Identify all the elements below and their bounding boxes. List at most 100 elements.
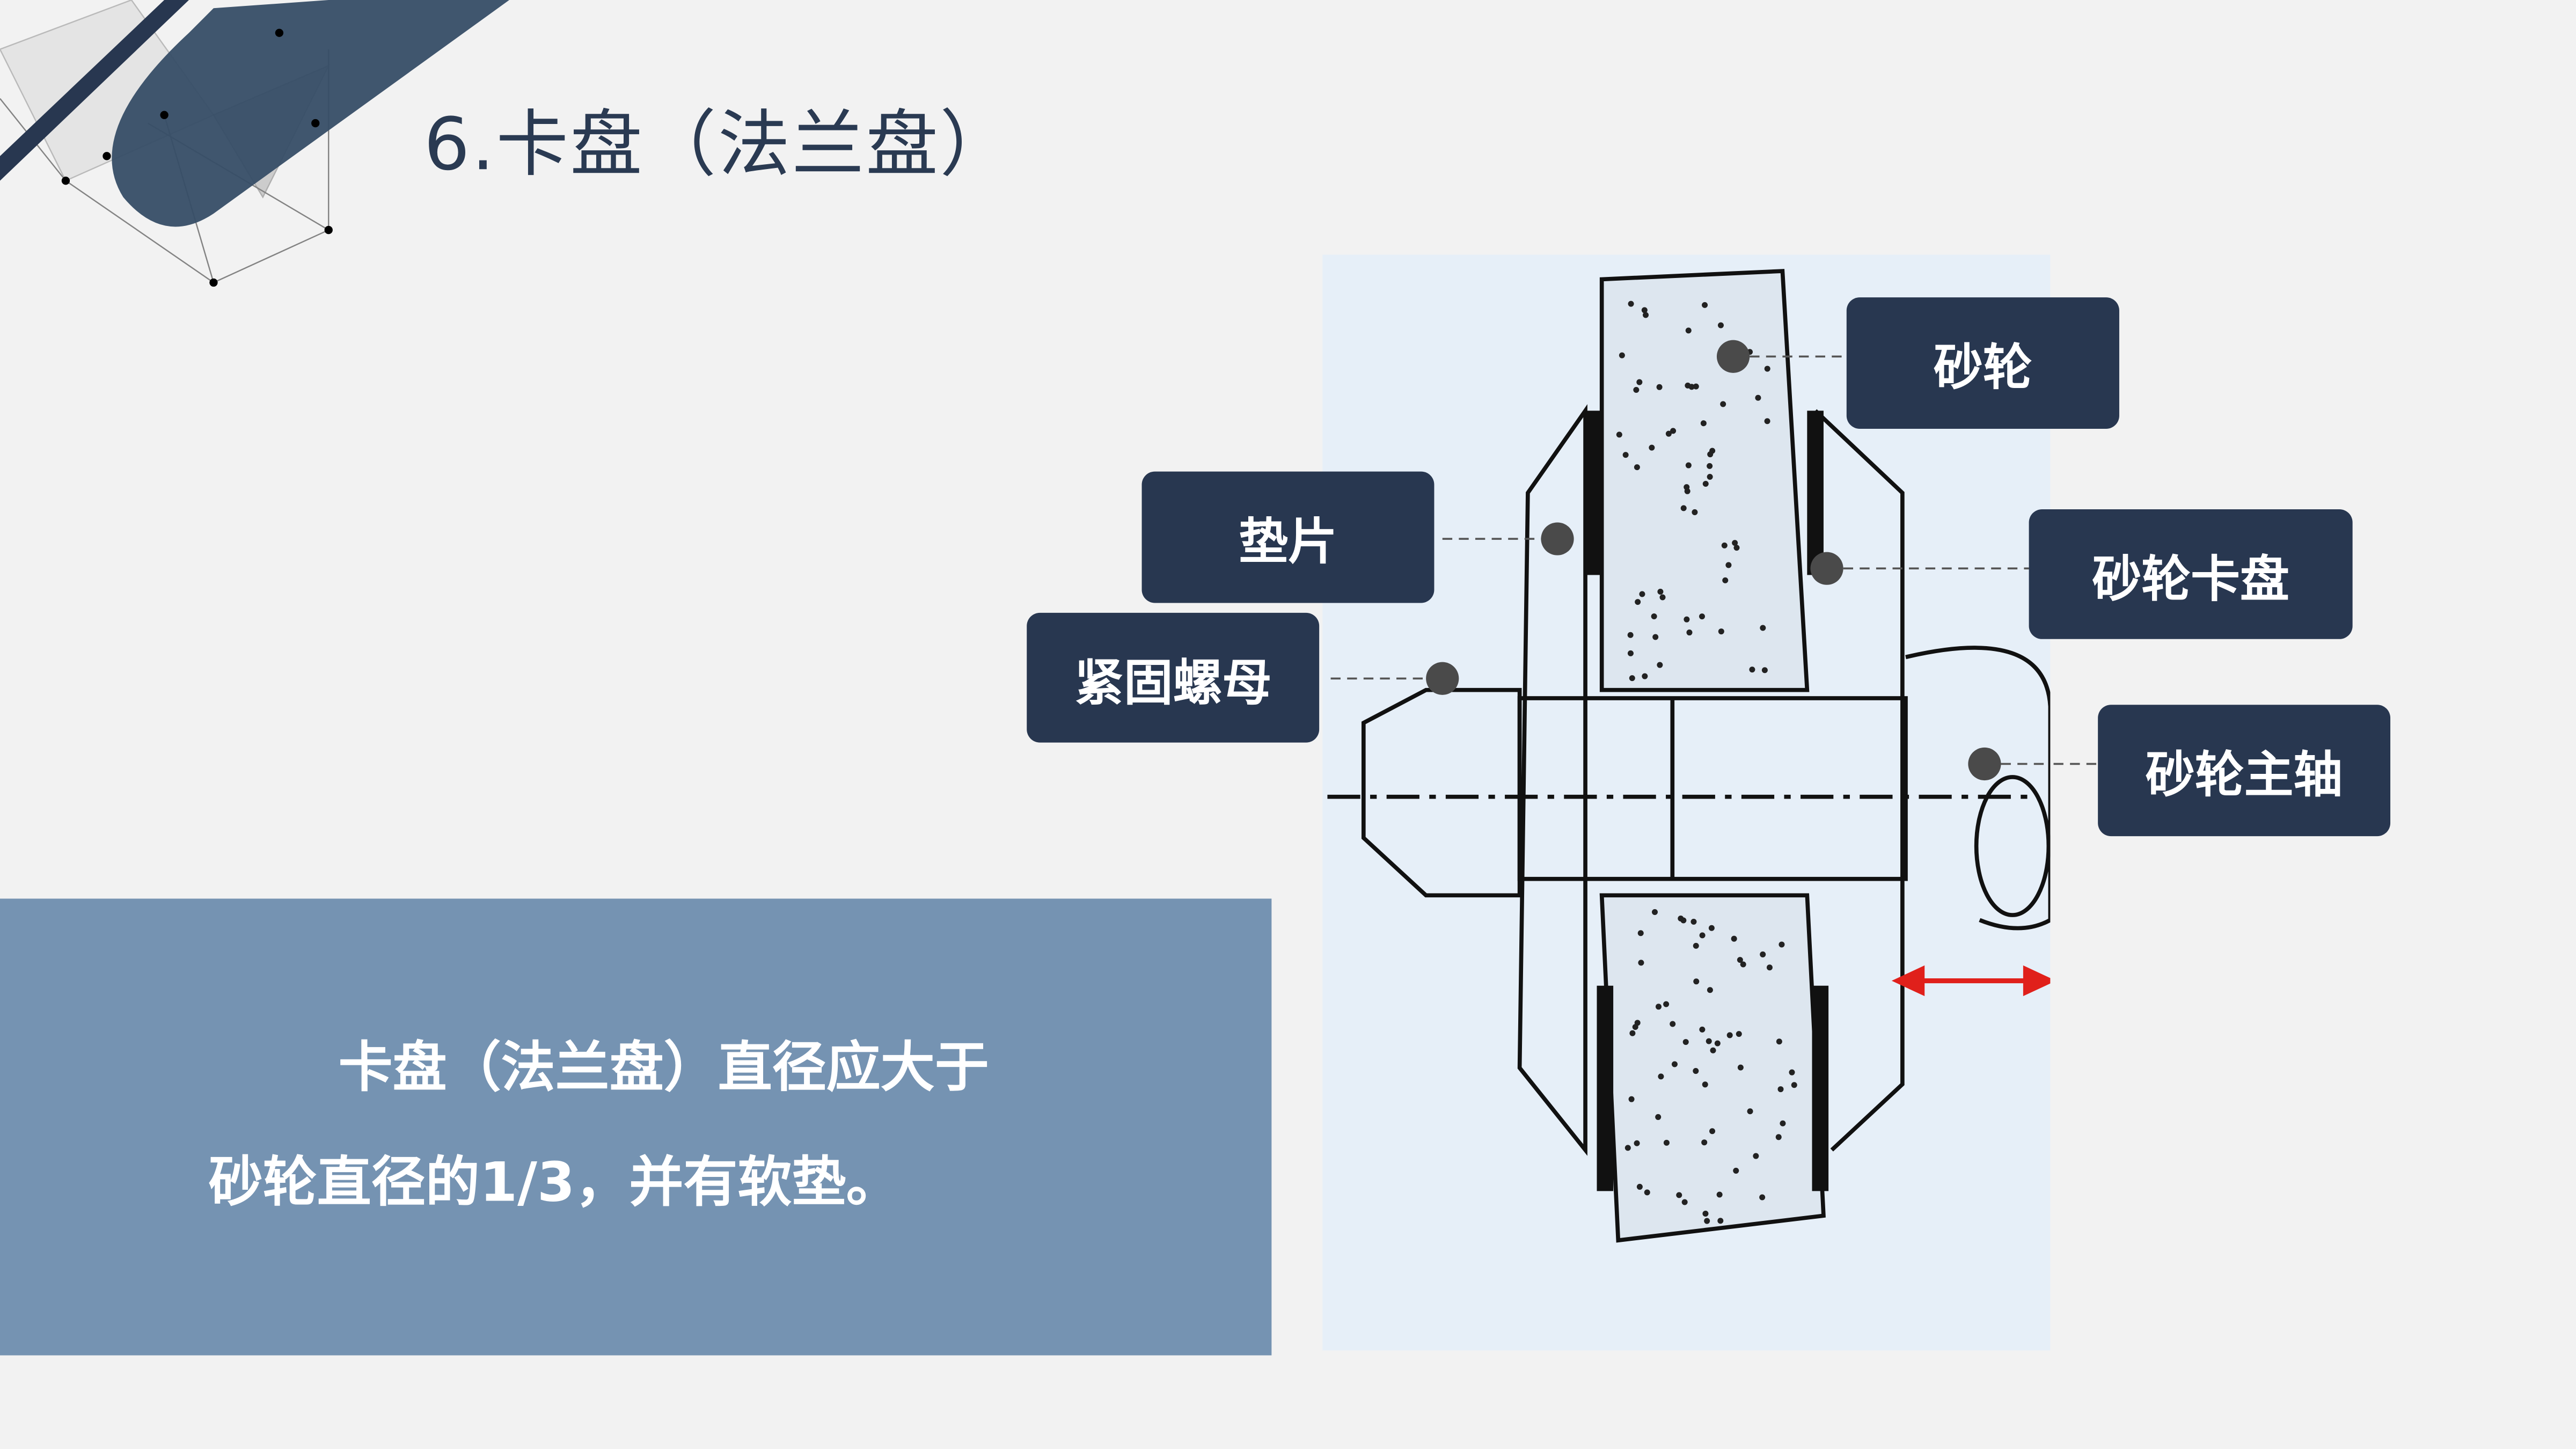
abrasive-dot (1628, 1096, 1635, 1102)
dimension-arrow (1891, 965, 2051, 997)
abrasive-dot (1721, 542, 1728, 548)
abrasive-dot (1633, 387, 1640, 393)
abrasive-dot (1732, 540, 1738, 546)
abrasive-dot (1658, 1073, 1664, 1080)
abrasive-dot (1700, 420, 1707, 427)
abrasive-dot (1652, 634, 1659, 640)
abrasive-dot (1681, 1199, 1688, 1205)
abrasive-dot (1755, 394, 1761, 401)
abrasive-dot (1635, 599, 1641, 605)
abrasive-dot (1649, 444, 1655, 451)
abrasive-dot (1651, 909, 1658, 916)
abrasive-dot (1693, 383, 1699, 390)
abrasive-dot (1651, 613, 1657, 620)
abrasive-dot (1716, 1191, 1723, 1198)
abrasive-dot (1628, 301, 1634, 307)
abrasive-dot (1725, 562, 1732, 568)
abrasive-dot (1791, 1082, 1797, 1088)
abrasive-dot (1780, 1120, 1786, 1126)
abrasive-dot (1656, 384, 1663, 390)
abrasive-dot (1747, 1108, 1753, 1115)
info-text-line2: 砂轮直径的1/3，并有软垫。 (208, 1150, 901, 1214)
abrasive-dot (1622, 452, 1629, 458)
abrasive-dot (1722, 577, 1729, 583)
abrasive-dot (1629, 675, 1635, 682)
label-grinding-wheel: 砂轮 (1846, 297, 2119, 429)
abrasive-dot (1699, 613, 1705, 620)
abrasive-dot (1624, 1145, 1631, 1151)
abrasive-dot (1693, 978, 1700, 985)
abrasive-dot (1680, 917, 1687, 924)
abrasive-dot (1692, 509, 1698, 515)
abrasive-dot (1733, 545, 1740, 551)
abrasive-dot (1717, 1218, 1724, 1224)
abrasive-dot (1627, 632, 1634, 638)
abrasive-dot (1634, 1140, 1640, 1146)
abrasive-dot (1736, 1031, 1742, 1037)
abrasive-dot (1655, 1114, 1662, 1120)
abrasive-dot (1777, 1086, 1784, 1093)
abrasive-dot (1619, 352, 1625, 358)
abrasive-dot (1706, 1038, 1712, 1044)
abrasive-dot (1720, 401, 1726, 407)
label-wheel-flange: 砂轮卡盘 (2029, 509, 2353, 639)
abrasive-dot (1761, 667, 1768, 674)
abrasive-dot (1709, 448, 1716, 454)
abrasive-dot (1670, 428, 1677, 434)
abrasive-dot (1702, 1210, 1709, 1217)
page-title: 6.卡盘（法兰盘） (423, 103, 1014, 187)
abrasive-dot (1718, 628, 1724, 635)
abrasive-dot (1655, 1004, 1662, 1010)
abrasive-dot (1663, 1139, 1670, 1146)
abrasive-dot (1737, 1064, 1744, 1071)
abrasive-dot (1779, 941, 1785, 948)
abrasive-dot (1701, 1139, 1708, 1146)
abrasive-dot (1764, 365, 1770, 372)
abrasive-dot (1637, 930, 1644, 936)
abrasive-dot (1636, 1183, 1643, 1190)
abrasive-dot (1688, 384, 1695, 390)
abrasive-dot (1759, 1194, 1766, 1201)
abrasive-dot (1657, 662, 1663, 668)
abrasive-dot (1776, 1038, 1782, 1045)
abrasive-dot (1684, 616, 1690, 623)
abrasive-dot (1663, 1001, 1670, 1007)
abrasive-dot (1717, 322, 1724, 328)
abrasive-dot (1789, 1069, 1795, 1075)
abrasive-dot (1636, 379, 1643, 385)
diagram-drawing (1327, 269, 2051, 1243)
abrasive-dot (1639, 591, 1645, 597)
abrasive-dot (1707, 473, 1713, 480)
abrasive-dot (1737, 957, 1743, 963)
info-panel: 卡盘（法兰盘）直径应大于 砂轮直径的1/3，并有软垫。 (0, 898, 1272, 1356)
abrasive-dot (1685, 462, 1692, 469)
abrasive-dot (1627, 650, 1634, 656)
abrasive-dot (1644, 1189, 1650, 1196)
abrasive-dot (1632, 1024, 1638, 1030)
label-spindle: 砂轮主轴 (2098, 705, 2391, 837)
abrasive-dot (1760, 951, 1766, 957)
abrasive-dot (1699, 932, 1706, 939)
abrasive-dot (1775, 1134, 1782, 1140)
abrasive-dot (1676, 1192, 1682, 1198)
abrasive-dot (1670, 1021, 1676, 1027)
abrasive-dot (1753, 1153, 1759, 1159)
abrasive-dot (1702, 302, 1708, 308)
abrasive-dot (1665, 430, 1672, 437)
abrasive-dot (1708, 925, 1715, 931)
abrasive-dot (1707, 987, 1713, 993)
abrasive-dot (1641, 307, 1648, 313)
abrasive-dot (1643, 312, 1649, 318)
abrasive-dot (1704, 1218, 1710, 1224)
abrasive-dot (1733, 1167, 1739, 1174)
abrasive-dot (1685, 327, 1692, 334)
abrasive-dot (1690, 919, 1697, 925)
abrasive-dot (1671, 1061, 1678, 1067)
label-lock-nut: 紧固螺母 (1027, 612, 1320, 743)
flange-diagram (1322, 254, 2051, 1351)
abrasive-dot (1740, 961, 1746, 968)
abrasive-dot (1680, 505, 1687, 511)
abrasive-dot (1714, 1040, 1721, 1046)
abrasive-dot (1707, 463, 1713, 469)
